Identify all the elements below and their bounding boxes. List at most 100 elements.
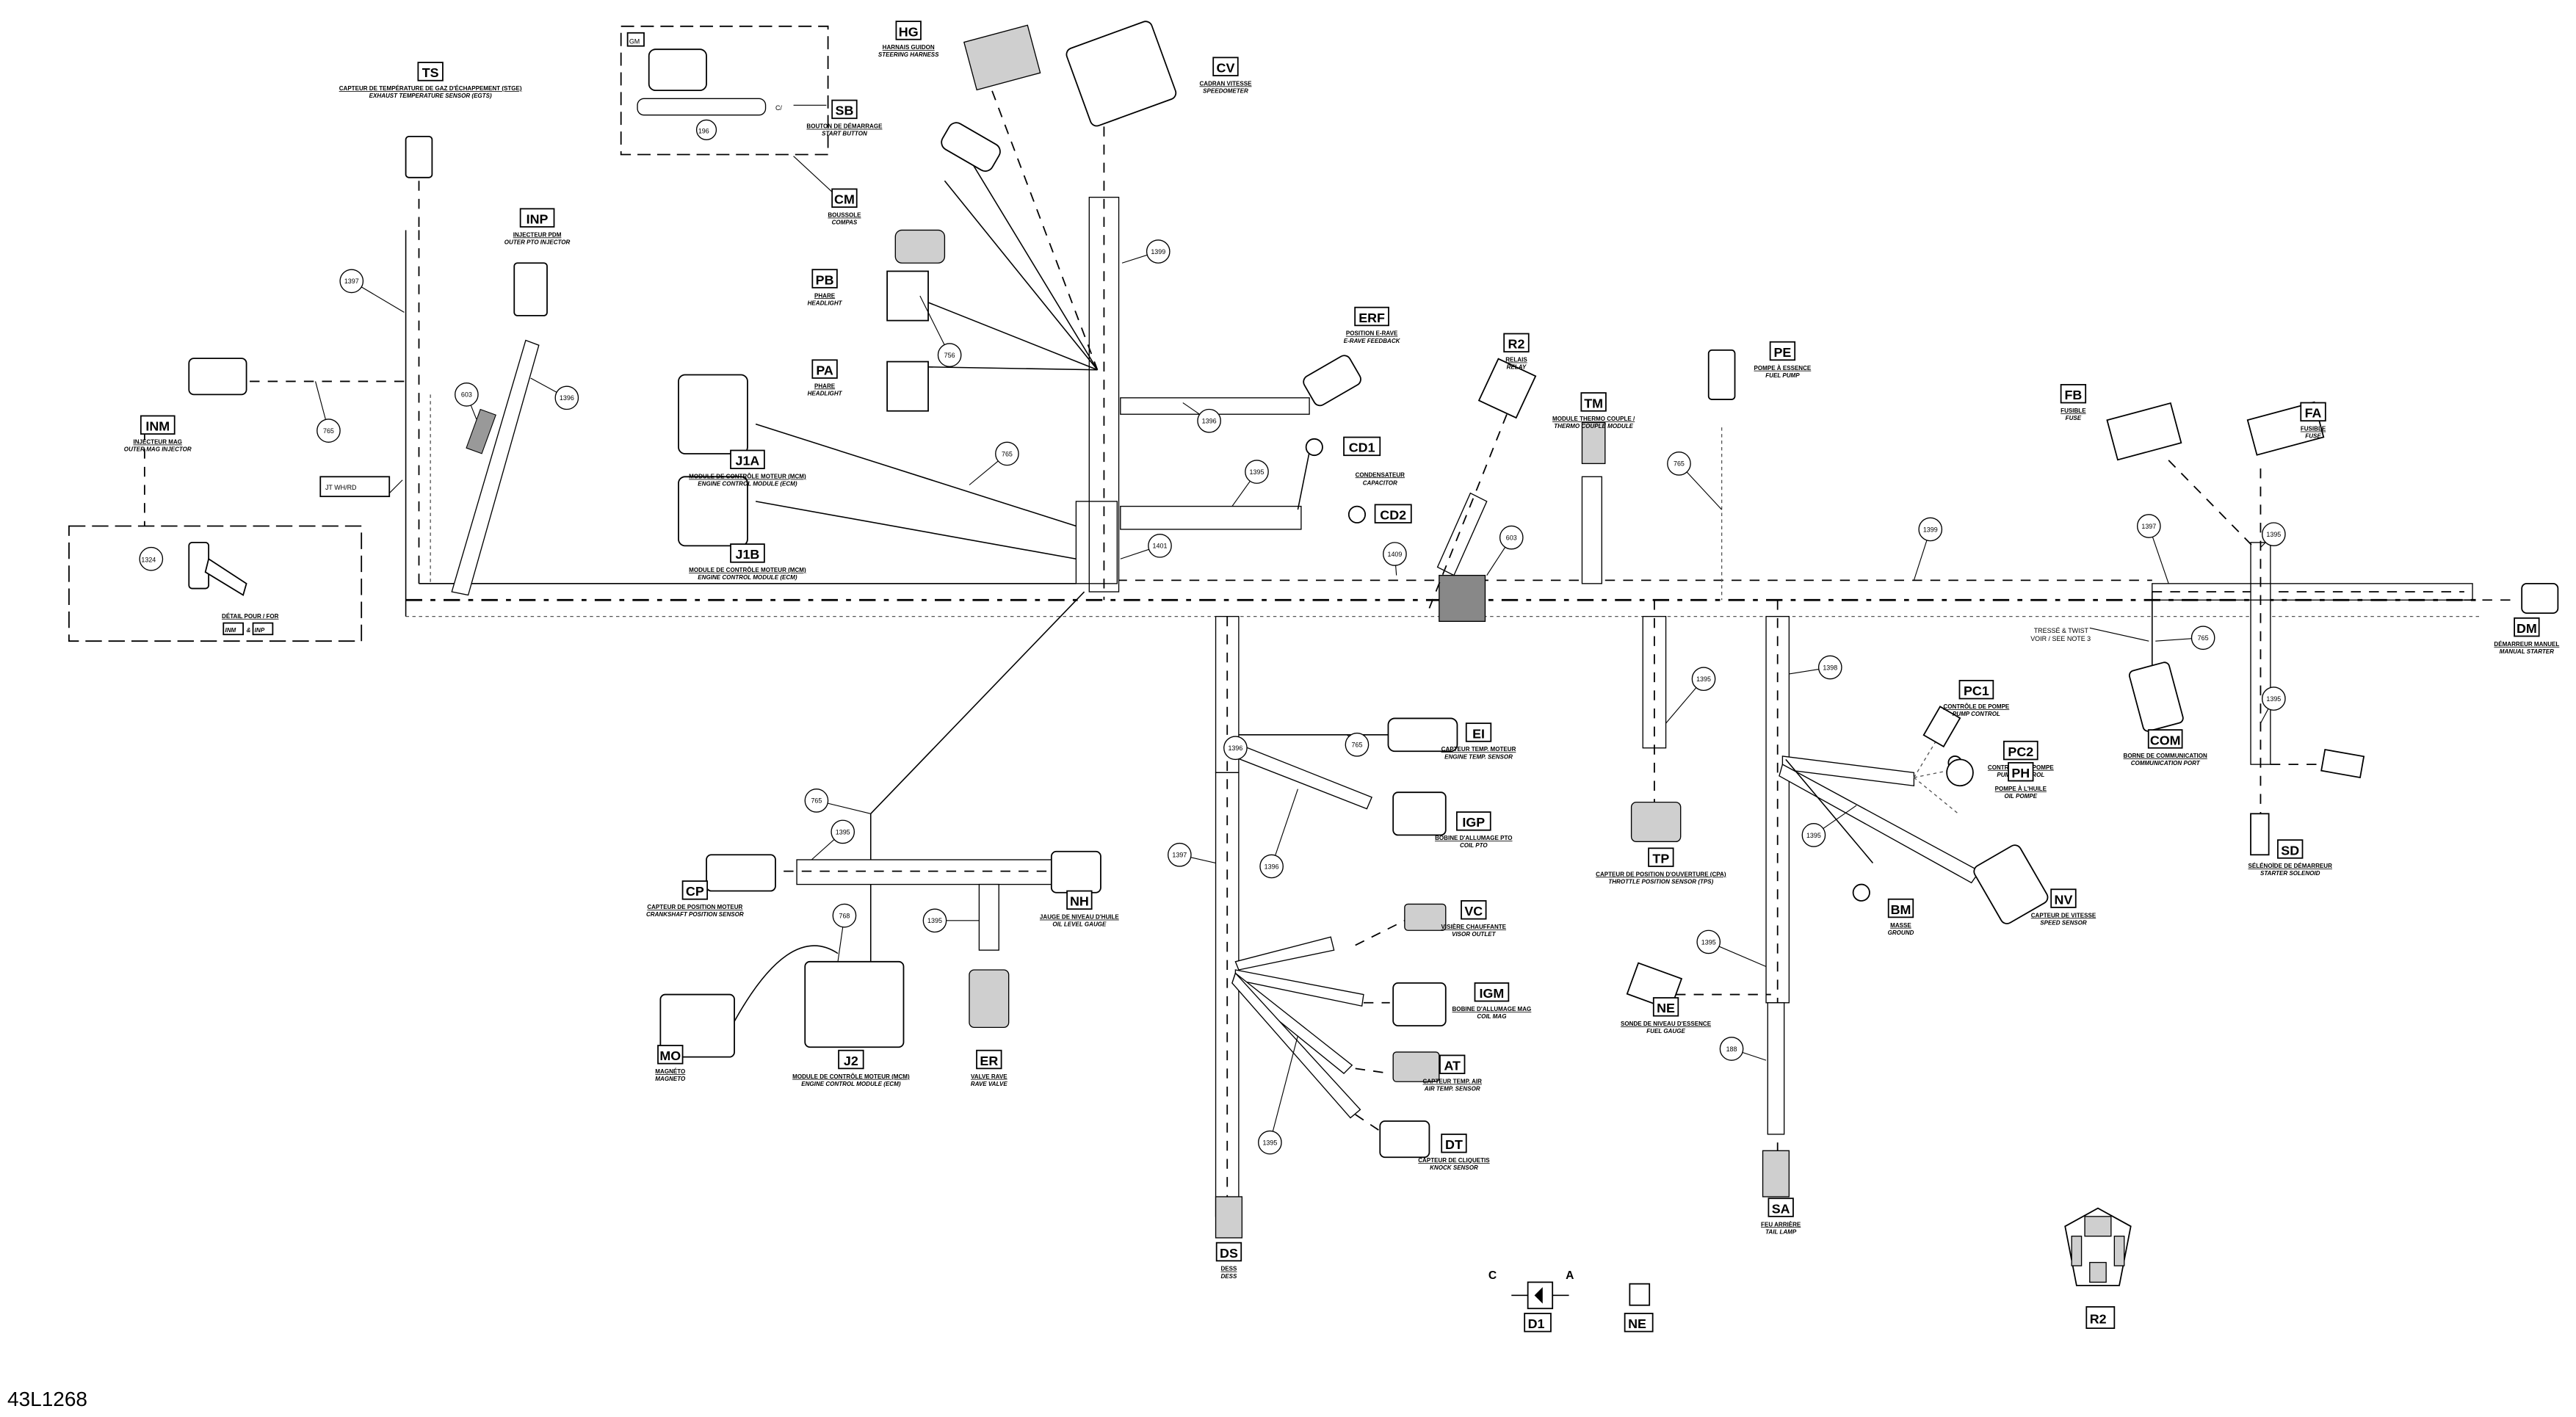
- callout-c603a: 603: [455, 383, 479, 420]
- connector-r2: [1477, 358, 1537, 419]
- label-en-r2: RELAY: [1507, 364, 1527, 371]
- callout-bubble: [2262, 686, 2286, 711]
- callout-c1396a: 1396: [530, 377, 579, 410]
- code-tp: TP: [1652, 851, 1669, 866]
- callout-bubble: [1719, 1037, 1744, 1061]
- connector-cm: [894, 229, 946, 264]
- label-fr-hg: HARNAIS GUIDON: [883, 44, 935, 51]
- label-en-erf: E-RAVE FEEDBACK: [1344, 338, 1401, 344]
- connector-ds: [1215, 1196, 1243, 1239]
- label-fr-ds: DESS: [1221, 1266, 1238, 1272]
- code-cd2: CD2: [1380, 508, 1406, 523]
- label-en-er: RAVE VALVE: [971, 1081, 1007, 1087]
- callout-c1396b: 1396: [1182, 402, 1221, 433]
- callout-bubble: [316, 418, 341, 443]
- connector-vc: [1404, 903, 1447, 931]
- callout-c1395ne: 1395: [1696, 929, 1767, 968]
- callout-c765a: 765: [315, 381, 341, 443]
- callout-bubble: [1258, 1130, 1282, 1155]
- callout-c1397ds: 1397: [1168, 842, 1216, 867]
- diode-d1: [1527, 1281, 1554, 1310]
- callout-c765b: 765: [969, 441, 1019, 485]
- label-fr-cm: BOUSSOLE: [828, 212, 861, 219]
- connector-inm: [188, 358, 247, 396]
- callout-bubble: [1801, 823, 1826, 847]
- code-hg: HG: [899, 24, 919, 39]
- callout-bubble: [1148, 533, 1172, 558]
- legend-d1-code: D1: [1528, 1316, 1545, 1331]
- label-en-com: COMMUNICATION PORT: [2131, 760, 2201, 767]
- label-fr-j1b: MODULE DE CONTRÔLE MOTEUR (MCM): [689, 567, 806, 573]
- connector-j2: [804, 960, 905, 1048]
- label-fr-tp: CAPTEUR DE POSITION D'OUVERTURE (CPA): [1596, 871, 1726, 877]
- label-en-inm: OUTER MAG INJECTOR: [124, 446, 192, 453]
- code-box-ei: [1465, 722, 1492, 742]
- code-ne: NE: [1657, 1001, 1675, 1015]
- connector-at: [1392, 1051, 1440, 1082]
- connector-sd: [2250, 813, 2270, 856]
- label-en-ne: FUEL GAUGE: [1646, 1028, 1685, 1034]
- shield-sleeve: [1439, 574, 1486, 623]
- code-box-tm: [1580, 392, 1607, 412]
- code-box-sb: [831, 99, 858, 120]
- detail-for-label: DÉTAIL POUR / FOR: [222, 613, 279, 620]
- callout-number: 1396: [1228, 744, 1242, 752]
- code-tm: TM: [1584, 396, 1603, 410]
- diode-anode-label: A: [1566, 1269, 1574, 1282]
- callout-number: 1395: [836, 828, 850, 836]
- callout-number: 1395: [927, 917, 942, 924]
- label-fr-igm: BOBINE D'ALLUMAGE MAG: [1452, 1006, 1532, 1012]
- callout-number: 765: [323, 427, 334, 435]
- label-en-tp: THROTTLE POSITION SENSOR (TPS): [1608, 878, 1713, 885]
- label-en-mo: MAGNETO: [655, 1076, 686, 1082]
- callout-number: 1395: [1262, 1139, 1277, 1146]
- connector-nh: [1050, 850, 1101, 894]
- connector-ts: [405, 135, 433, 178]
- label-en-j1b: ENGINE CONTROL MODULE (ECM): [698, 574, 797, 581]
- callout-number: 1397: [1172, 852, 1187, 859]
- label-fr-bm: MASSE: [1890, 922, 1911, 929]
- code-box-r2: [1503, 333, 1530, 353]
- callout-c765com: 765: [2155, 626, 2215, 650]
- callout-c1396mid: 1396: [1259, 789, 1298, 879]
- connector-mo: [659, 993, 735, 1058]
- code-sa: SA: [1772, 1201, 1790, 1216]
- connector-nv: [1973, 844, 2049, 924]
- code-at: AT: [1444, 1059, 1461, 1073]
- connector-sa: [1762, 1150, 1790, 1197]
- code-cd1: CD1: [1349, 441, 1375, 455]
- code-box-pc1: [1958, 680, 1994, 700]
- label-fr-mo: MAGNÉTO: [655, 1068, 685, 1075]
- lower-fan-branches: [1231, 734, 1405, 1135]
- callout-bubble: [804, 789, 829, 813]
- code-box-igm: [1474, 982, 1510, 1002]
- code-fb: FB: [2064, 388, 2082, 402]
- callout-bubble: [995, 441, 1019, 466]
- callout-c1395r2: 1395: [2260, 686, 2286, 724]
- label-en-cm: COMPAS: [832, 220, 858, 226]
- label-fr-pe: POMPE À ESSENCE: [1754, 365, 1812, 372]
- label-fr-nh: JAUGE DE NIVEAU D'HUILE: [1040, 914, 1119, 921]
- fuse-branches: [2168, 460, 2317, 766]
- connector-dt: [1379, 1120, 1430, 1159]
- callout-number: 765: [811, 797, 822, 805]
- connector-hg: [963, 24, 1041, 91]
- callout-1324: 1324: [141, 557, 156, 564]
- callout-c1395tp: 1395: [1665, 667, 1716, 724]
- callout-number: 765: [2198, 634, 2209, 642]
